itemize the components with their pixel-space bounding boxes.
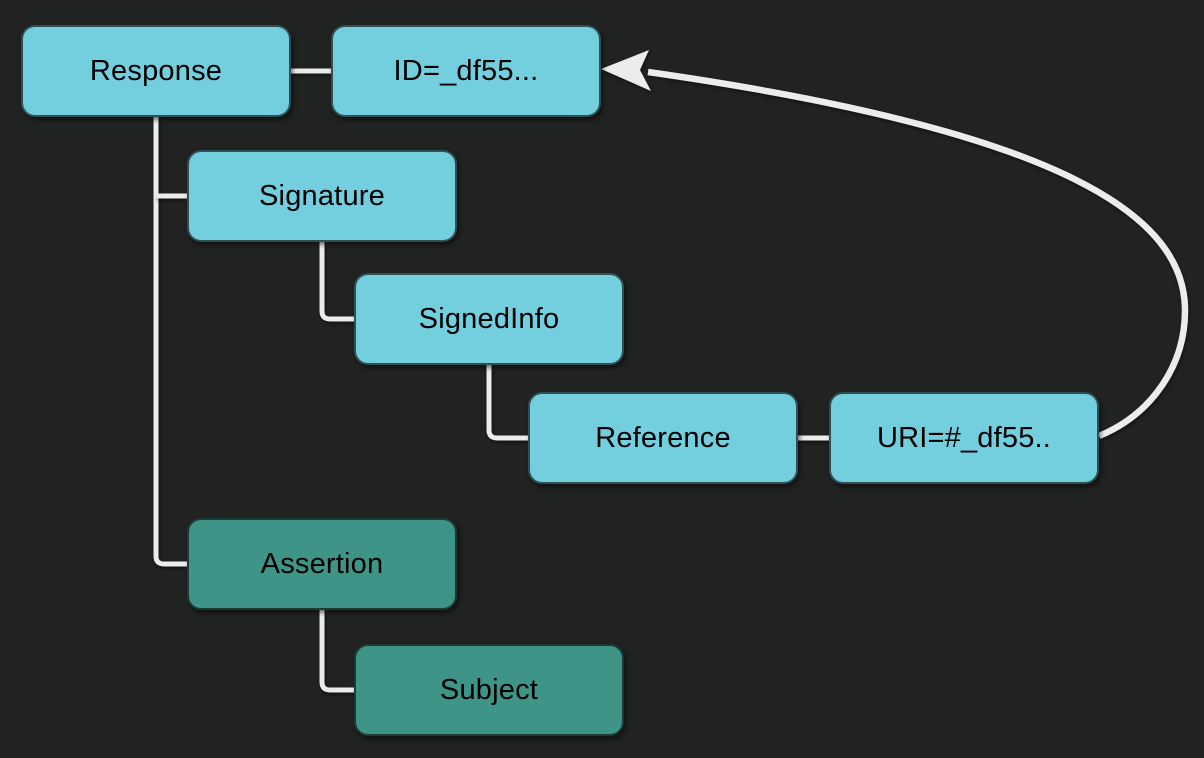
node-uri-attribute: URI=#_df55.. bbox=[829, 392, 1099, 484]
node-assertion: Assertion bbox=[187, 518, 457, 610]
edge-uri-to-id-curve bbox=[647, 68, 1189, 440]
edge-signature-signedinfo bbox=[319, 242, 354, 322]
edge-signedinfo-reference bbox=[486, 365, 528, 441]
edge-assertion-subject bbox=[319, 610, 354, 693]
node-id-attribute: ID=_df55... bbox=[331, 25, 601, 117]
node-subject: Subject bbox=[354, 644, 624, 736]
arrowhead-icon bbox=[601, 50, 651, 91]
node-signedinfo: SignedInfo bbox=[354, 273, 624, 365]
node-reference: Reference bbox=[528, 392, 798, 484]
edge-response-assertion bbox=[153, 117, 187, 567]
node-signature: Signature bbox=[187, 150, 457, 242]
node-response: Response bbox=[21, 25, 291, 117]
